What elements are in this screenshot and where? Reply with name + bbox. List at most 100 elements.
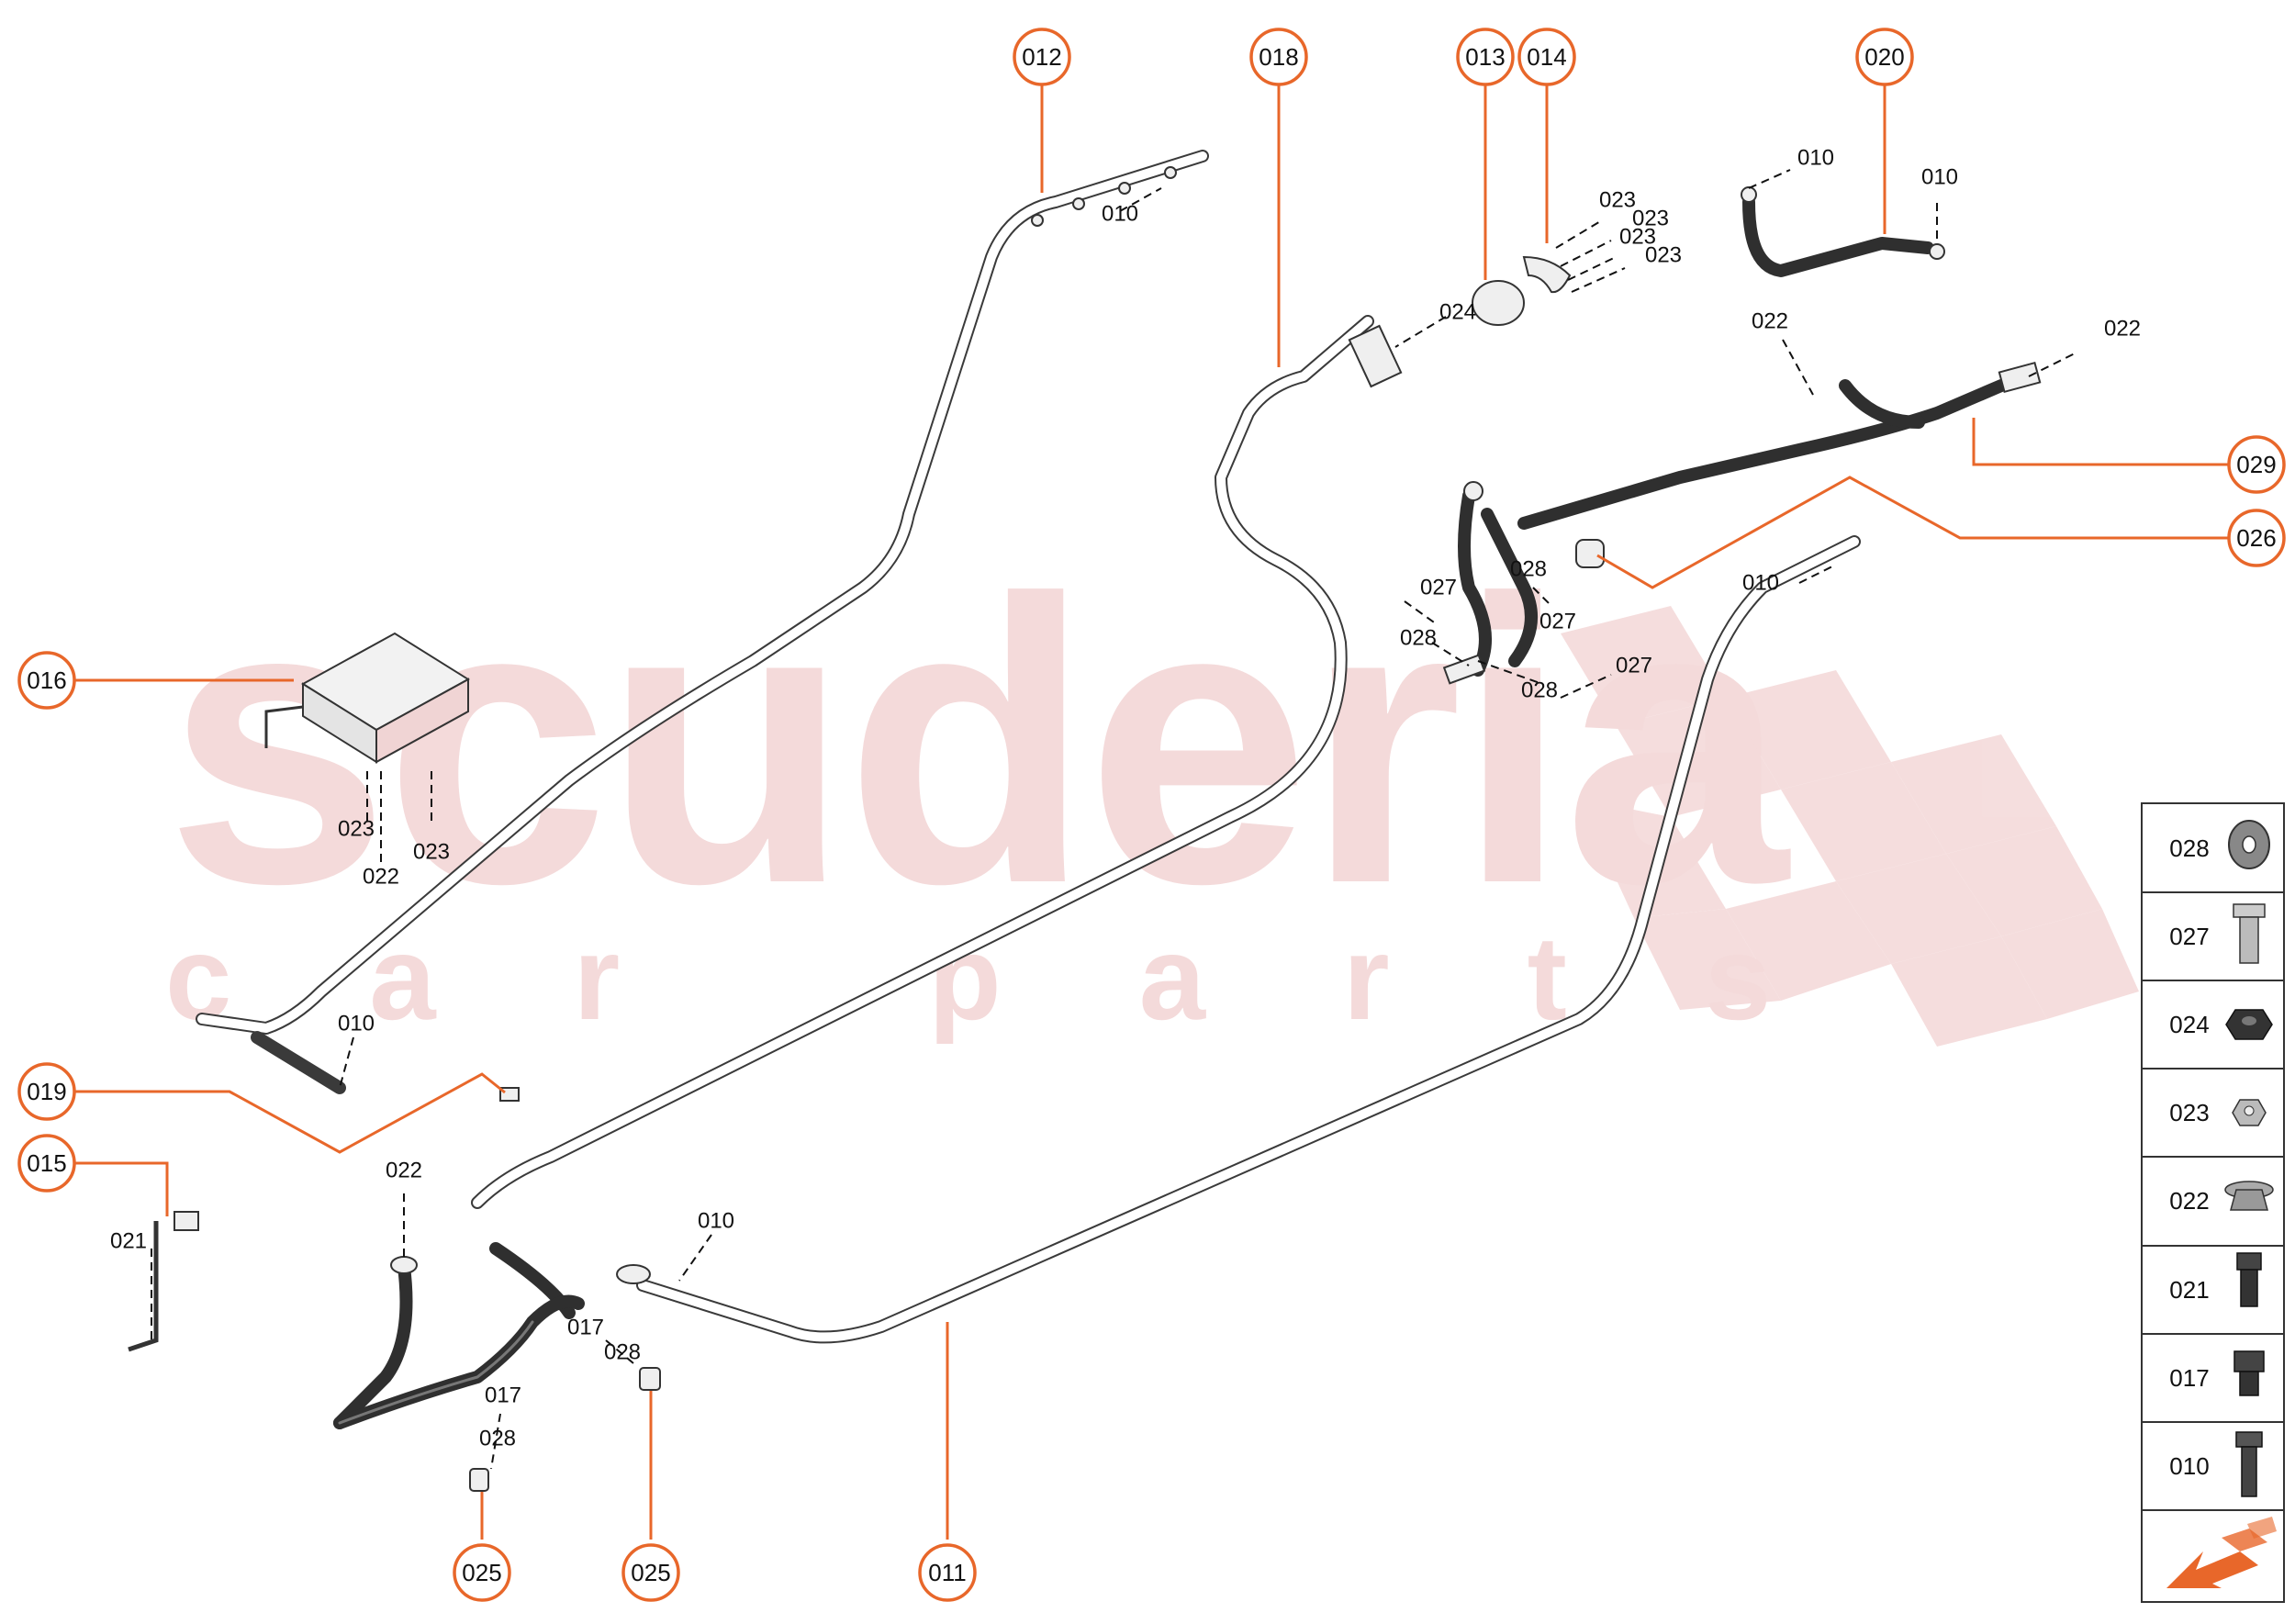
legend-item-021[interactable]: 021 [2169, 1252, 2262, 1307]
callout-014[interactable]: 014 [1517, 28, 1576, 86]
terminal-eye [1463, 481, 1483, 501]
callout-012[interactable]: 012 [1013, 28, 1071, 86]
callout-020[interactable]: 020 [1855, 28, 1914, 86]
part-label: 024 [1439, 300, 1476, 325]
svg-text:025: 025 [631, 1559, 670, 1586]
clamp [1348, 324, 1403, 388]
grommet-026 [1575, 539, 1605, 568]
washer-icon [2228, 820, 2270, 869]
svg-text:012: 012 [1022, 43, 1061, 71]
svg-text:022: 022 [2169, 1187, 2209, 1215]
callout-016[interactable]: 016 [17, 651, 76, 710]
hex-nut-icon [2232, 1099, 2267, 1126]
cover-014 [1522, 255, 1572, 294]
svg-text:018: 018 [1259, 43, 1298, 71]
svg-text:023: 023 [2169, 1099, 2209, 1126]
legend-item-022[interactable]: 022 [2169, 1181, 2274, 1215]
part-label: 022 [363, 865, 399, 890]
part-label: 010 [1102, 202, 1138, 227]
part-label: 027 [1616, 654, 1652, 678]
legend-item-027[interactable]: 027 [2169, 903, 2266, 964]
cable-012 [196, 150, 1209, 1094]
terminal-eye [1741, 186, 1757, 203]
part-label: 023 [338, 817, 375, 842]
svg-text:029: 029 [2236, 451, 2276, 478]
legend-item-023[interactable]: 023 [2169, 1099, 2267, 1126]
stud [1031, 214, 1044, 227]
callout-018[interactable]: 018 [1249, 28, 1308, 86]
callout-029[interactable]: 029 [2227, 435, 2286, 494]
part-label: 023 [413, 840, 450, 865]
part-label: 010 [338, 1012, 375, 1036]
part-label: 023 [1599, 188, 1636, 213]
part-label: 010 [1797, 146, 1834, 171]
part-label: 028 [479, 1427, 516, 1451]
callout-026[interactable]: 026 [2227, 509, 2286, 567]
svg-text:011: 011 [928, 1559, 966, 1586]
part-label: 010 [1921, 165, 1958, 190]
cable-018 [471, 315, 1403, 1319]
part-label: 023 [1619, 225, 1656, 250]
part-label: 028 [1521, 678, 1558, 703]
svg-text:019: 019 [27, 1078, 66, 1105]
svg-text:025: 025 [462, 1559, 501, 1586]
watermark: scuderia car parts [165, 517, 2139, 1047]
part-label: 017 [567, 1316, 604, 1340]
stud [1164, 166, 1177, 179]
callout-025-b[interactable]: 025 [621, 1543, 680, 1602]
part-label: 028 [1510, 557, 1547, 582]
part-label: 023 [1632, 207, 1669, 231]
hex-bolt-icon [2233, 1350, 2265, 1396]
stud [1118, 182, 1131, 195]
leader-lines [71, 78, 2229, 1540]
svg-text:015: 015 [27, 1149, 66, 1177]
callout-011[interactable]: 011 [918, 1543, 977, 1602]
bracket-015 [128, 1211, 199, 1352]
svg-text:010: 010 [2169, 1452, 2209, 1480]
next-arrow-icon[interactable] [2166, 1517, 2277, 1588]
svg-text:013: 013 [1465, 43, 1505, 71]
part-label: 027 [1539, 610, 1576, 634]
part-label: 021 [110, 1229, 147, 1254]
legend-item-024[interactable]: 024 [2169, 1009, 2273, 1040]
svg-text:021: 021 [2169, 1276, 2209, 1304]
part-label: 028 [1400, 626, 1437, 651]
cable-020 [1741, 186, 1945, 277]
svg-text:028: 028 [2169, 834, 2209, 862]
module-016 [264, 632, 470, 764]
svg-text:020: 020 [1864, 43, 1904, 71]
cable-017 [333, 1256, 661, 1492]
connector [174, 1211, 199, 1231]
terminal-eye [1929, 243, 1945, 260]
svg-text:017: 017 [2169, 1364, 2209, 1392]
cable-029 [1442, 361, 2042, 685]
terminal-eye [390, 1256, 418, 1274]
legend-item-010[interactable]: 010 [2169, 1431, 2263, 1497]
cable-011 [616, 535, 1861, 1344]
callout-013[interactable]: 013 [1456, 28, 1515, 86]
svg-text:026: 026 [2236, 524, 2276, 552]
flange-nut-icon [2224, 1181, 2274, 1211]
svg-text:027: 027 [2169, 923, 2209, 950]
callouts: 012 018 013 014 020 029 026 016 019 015 … [17, 28, 2286, 1602]
grommet [639, 1367, 661, 1391]
part-label: 022 [386, 1159, 422, 1183]
flange-bolt-icon [2233, 903, 2266, 964]
short-bolt-icon [2236, 1252, 2262, 1307]
cover-013 [1472, 280, 1525, 326]
stud [1072, 197, 1085, 210]
part-labels: 010 010 010 023 023 023 023 024 022 022 … [110, 146, 2141, 1451]
callout-025-a[interactable]: 025 [453, 1543, 511, 1602]
callout-019[interactable]: 019 [17, 1062, 76, 1121]
fastener-legend: 028 027 024 023 [2141, 802, 2285, 1603]
grommet [469, 1468, 489, 1492]
part-label: 022 [2104, 317, 2141, 342]
legend-item-017[interactable]: 017 [2169, 1350, 2265, 1396]
checkered-flag-logo [1561, 606, 2139, 1047]
part-label: 022 [1752, 309, 1788, 334]
legend-item-028[interactable]: 028 [2169, 820, 2270, 869]
part-label: 027 [1420, 576, 1457, 600]
part-label: 010 [698, 1209, 734, 1234]
callout-015[interactable]: 015 [17, 1134, 76, 1193]
